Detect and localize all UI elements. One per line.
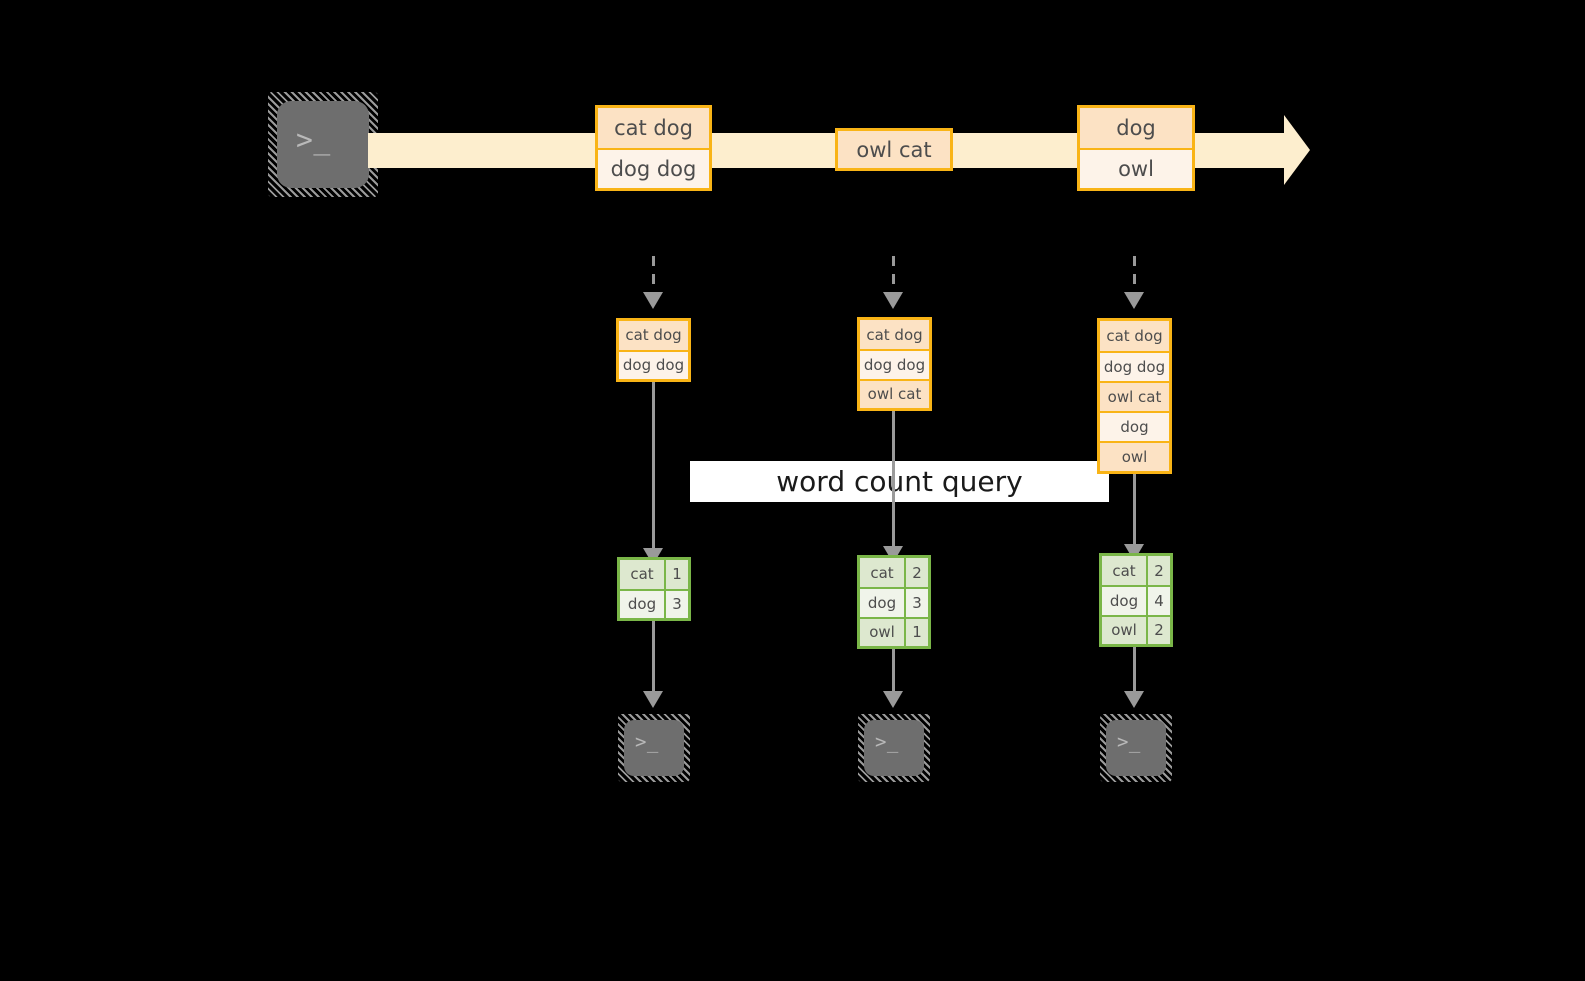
snapshot-3-input-row-3: owl cat [1100,381,1169,411]
snapshot-2-input-table[interactable]: cat dog dog dog owl cat [857,317,932,411]
snapshot-3-result-word-3: owl [1102,616,1148,644]
snapshot-3-input-row-5: owl [1100,441,1169,471]
table-row: cat 2 [1102,556,1170,586]
snapshot-1-result-table[interactable]: cat 1 dog 3 [617,557,691,621]
stream-event-3-line-1: dog [1080,108,1192,148]
snapshot-2-sink-line [892,649,895,693]
snapshot-3-result-count-3: 2 [1148,616,1170,644]
snapshot-3-query-line [1133,474,1136,546]
terminal-prompt-label: >_ [296,123,331,156]
snapshot-3-result-count-1: 2 [1148,556,1170,586]
table-row: dog 3 [620,588,688,618]
table-row: owl 1 [860,616,928,646]
event-stream-arrowhead [1284,115,1310,185]
snapshot-2-query-line [892,411,895,548]
snapshot-2-input-row-2: dog dog [860,349,929,379]
snapshot-3-input-row-1: cat dog [1100,321,1169,351]
snapshot-2-tap-arrowhead [883,292,903,309]
query-label-text: word count query [776,465,1023,498]
snapshot-2-input-row-3: owl cat [860,378,929,408]
snapshot-1-tap-line [652,256,655,294]
snapshot-2-result-word-3: owl [860,618,906,646]
snapshot-1-result-word-1: cat [620,560,666,589]
stream-event-2-line-1: owl cat [838,131,950,168]
stream-event-2[interactable]: owl cat [835,128,953,171]
stream-event-3-line-2: owl [1080,147,1192,188]
snapshot-3-sink-arrowhead [1124,691,1144,708]
terminal-prompt-label: >_ [875,731,899,753]
snapshot-1-input-table[interactable]: cat dog dog dog [616,318,691,382]
snapshot-3-tap-arrowhead [1124,292,1144,309]
snapshot-1-query-line [652,382,655,550]
stream-event-1-line-1: cat dog [598,108,709,148]
snapshot-2-result-word-2: dog [860,589,906,617]
snapshot-1-input-row-1: cat dog [619,321,688,350]
snapshot-1-input-row-2: dog dog [619,349,688,379]
snapshot-2-tap-line [892,256,895,294]
snapshot-1-sink-arrowhead [643,691,663,708]
snapshot-3-result-count-2: 4 [1148,587,1170,615]
snapshot-3-input-row-2: dog dog [1100,351,1169,381]
snapshot-3-input-table[interactable]: cat dog dog dog owl cat dog owl [1097,318,1172,474]
table-row: owl 2 [1102,614,1170,644]
snapshot-3-tap-line [1133,256,1136,294]
snapshot-2-result-count-2: 3 [906,589,928,617]
stream-event-3[interactable]: dog owl [1077,105,1195,191]
terminal-body [277,101,369,188]
snapshot-1-sink-line [652,621,655,693]
terminal-body [864,720,924,776]
snapshot-2-input-row-1: cat dog [860,320,929,350]
table-row: cat 2 [860,558,928,588]
table-row: dog 3 [860,587,928,617]
snapshot-2-result-count-1: 2 [906,558,928,588]
snapshot-3-result-word-1: cat [1102,556,1148,586]
snapshot-3-result-word-2: dog [1102,587,1148,615]
snapshot-1-result-word-2: dog [620,590,666,618]
terminal-prompt-label: >_ [635,731,659,753]
snapshot-1-result-count-1: 1 [666,560,688,589]
terminal-body [624,720,684,776]
terminal-prompt-label: >_ [1117,731,1141,753]
snapshot-1-sink-terminal-icon: >_ [618,714,690,782]
snapshot-2-result-table[interactable]: cat 2 dog 3 owl 1 [857,555,931,649]
snapshot-1-result-count-2: 3 [666,590,688,618]
snapshot-2-result-word-1: cat [860,558,906,588]
terminal-body [1106,720,1166,776]
snapshot-2-sink-arrowhead [883,691,903,708]
snapshot-2-result-count-3: 1 [906,618,928,646]
snapshot-3-result-table[interactable]: cat 2 dog 4 owl 2 [1099,553,1173,647]
snapshot-1-tap-arrowhead [643,292,663,309]
stream-event-1[interactable]: cat dog dog dog [595,105,712,191]
table-row: cat 1 [620,560,688,589]
snapshot-2-sink-terminal-icon: >_ [858,714,930,782]
snapshot-3-sink-line [1133,647,1136,693]
snapshot-3-input-row-4: dog [1100,411,1169,441]
table-row: dog 4 [1102,585,1170,615]
snapshot-3-sink-terminal-icon: >_ [1100,714,1172,782]
source-terminal-icon: >_ [268,92,378,197]
query-label-band: word count query [690,461,1109,502]
stream-event-1-line-2: dog dog [598,147,709,188]
